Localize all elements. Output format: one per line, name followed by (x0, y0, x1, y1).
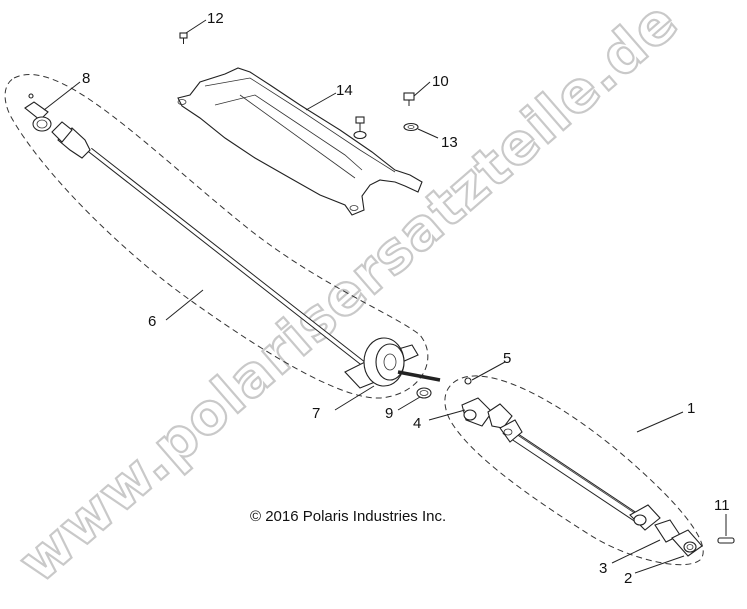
callout-13: 13 (441, 134, 458, 151)
callout-5: 5 (503, 350, 511, 367)
pin-part-11 (717, 537, 735, 544)
callout-10: 10 (432, 73, 449, 90)
callout-3: 3 (599, 560, 607, 577)
screw-part-12 (179, 32, 188, 44)
washer-near-cover (353, 116, 367, 140)
callout-2: 2 (624, 570, 632, 587)
u-joint-part-4 (461, 397, 523, 443)
u-joint-part-3 (629, 504, 681, 543)
callout-14: 14 (336, 82, 353, 99)
bolt-part-10 (403, 92, 415, 106)
front-prop-shaft-part (502, 426, 643, 524)
leader-lines (43, 19, 727, 574)
callout-4: 4 (413, 415, 421, 432)
group-outline-front-shaft (444, 375, 704, 566)
callout-12: 12 (207, 10, 224, 27)
callout-11: 11 (714, 497, 730, 514)
washer-part-13 (403, 122, 419, 132)
carrier-bearing-part (344, 337, 441, 389)
yoke-part-2 (671, 529, 703, 557)
callout-1: 1 (687, 400, 695, 417)
grease-fitting-part (464, 377, 472, 385)
shaft-cover-part (177, 67, 423, 216)
callout-7: 7 (312, 405, 320, 422)
u-joint-part-8 (24, 93, 52, 132)
callout-6: 6 (148, 313, 156, 330)
group-outline-rear-shaft (4, 74, 429, 399)
snap-ring-part (416, 387, 432, 399)
callout-9: 9 (385, 405, 393, 422)
rear-prop-shaft-part (51, 121, 367, 368)
copyright-text: © 2016 Polaris Industries Inc. (250, 508, 446, 525)
callout-labels: 12 8 10 14 13 6 5 1 7 9 4 11 3 2 (82, 10, 730, 587)
callout-8: 8 (82, 70, 90, 87)
